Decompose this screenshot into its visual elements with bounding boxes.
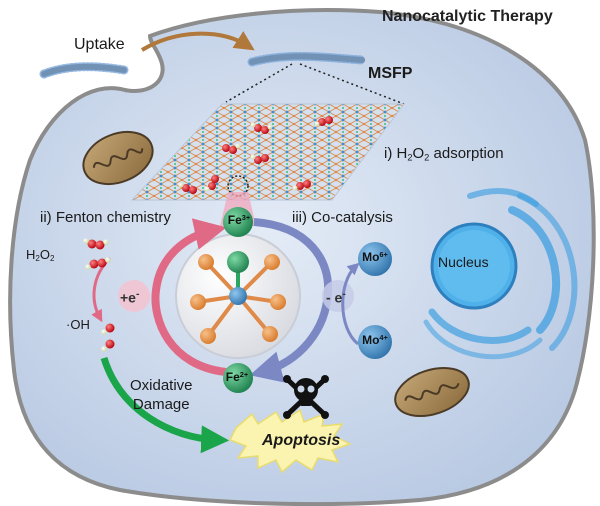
uptake-nanosheet [39,62,129,79]
active-site-marker [227,175,249,197]
endoplasmic-reticulum [423,187,578,360]
internalized-nanosheet [247,51,367,67]
hydroxyl-radical-icons [101,323,115,352]
h2o2-label: H2O2 [26,247,55,263]
nucleus-label: Nucleus [438,254,489,270]
skull-crossbones-icon [283,375,329,419]
mo6-ion [358,242,392,276]
msfp-label: MSFP [368,65,413,82]
apoptosis-label: Apoptosis [262,432,341,449]
uptake-label: Uptake [74,36,125,53]
electron-loss-bubble [322,280,354,312]
msfp-lattice [130,103,405,201]
mitochondrion-bottom [394,367,470,417]
zoom-line-right [299,63,405,105]
step-fenton-label: ii) Fenton chemistry [40,209,171,226]
mo4-ion [358,325,392,359]
mo-cycle-arrow [341,262,360,346]
step-cocatalysis-label: iii) Co-catalysis [292,209,393,226]
mo4-ion-label: Mo4+ [362,333,388,348]
mo6-ion-label: Mo6+ [362,250,388,265]
adsorbed-h2o2-molecules [178,116,333,194]
fe3-ion-label: Fe3+ [227,213,251,228]
uptake-arrow [140,31,255,52]
fe2-ion-label: Fe2+ [225,370,249,385]
h2o2-molecule-icons [83,238,111,270]
figure-title: Nanocatalytic Therapy [382,8,553,25]
fe2-ion [223,363,253,393]
fe3-ion [223,207,253,237]
fenton-cycle-arrow [151,218,227,376]
electron-gain-bubble [118,280,150,312]
electron-loss-label: - e- [326,288,346,306]
hydroxyl-radical-label: ·OH [66,317,90,332]
step-adsorption-label: i) H2O2 adsorption [384,145,504,163]
apoptosis-burst [228,408,352,474]
mitochondrion-top [82,130,154,186]
electron-gain-label: +e- [120,288,140,306]
oxidative-damage-arrow [100,356,230,454]
